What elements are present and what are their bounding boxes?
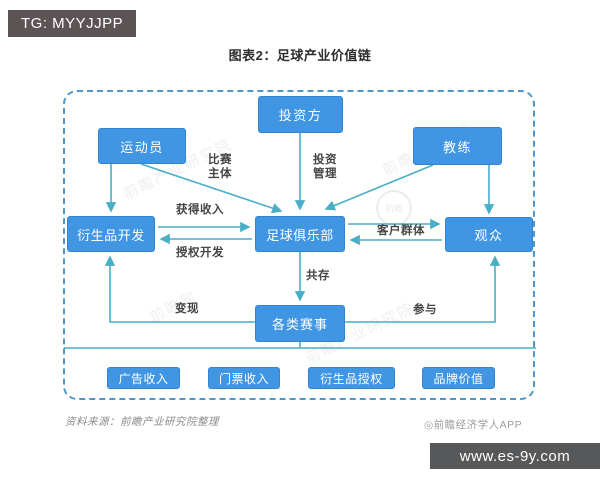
edge-label-invest-manage: 投资 管理 [301,154,349,181]
edge-label-license-dev: 授权开发 [176,247,224,259]
credit-note: ◎前瞻经济学人APP [424,419,523,431]
source-note: 资料来源：前瞻产业研究院整理 [65,416,219,428]
edge-label-coexist: 共存 [306,270,330,282]
node-investor: 投资方 [258,96,343,133]
site-url-bar: www.es-9y.com [430,443,600,469]
edge-label-customers: 客户群体 [377,225,425,237]
edge-label-line: 管理 [313,167,337,180]
edge-label-line: 投资 [313,154,337,166]
output-brand-value: 品牌价值 [422,367,495,389]
edge-label-line: 比赛 [208,154,232,166]
node-derivatives: 衍生品开发 [67,216,155,252]
edge-label-income: 获得收入 [176,204,224,216]
output-derivative-licensing: 衍生品授权 [308,367,395,389]
edge-label-line: 主体 [208,167,232,180]
node-club: 足球俱乐部 [255,216,345,252]
edge-label-participate: 参与 [413,304,437,316]
edge-label-monetize: 变现 [175,303,199,315]
node-coach: 教练 [413,127,502,165]
output-ticket-revenue: 门票收入 [208,367,280,389]
diagram-frame [63,90,535,400]
edge-label-match-subject: 比赛 主体 [196,154,244,181]
node-athlete: 运动员 [98,128,186,164]
tg-banner: TG: MYYJJPP [8,10,137,37]
chart-title: 图表2：足球产业价值链 [228,48,372,63]
output-ad-revenue: 广告收入 [107,367,180,389]
node-events: 各类赛事 [255,305,345,342]
node-audience: 观众 [445,217,533,252]
